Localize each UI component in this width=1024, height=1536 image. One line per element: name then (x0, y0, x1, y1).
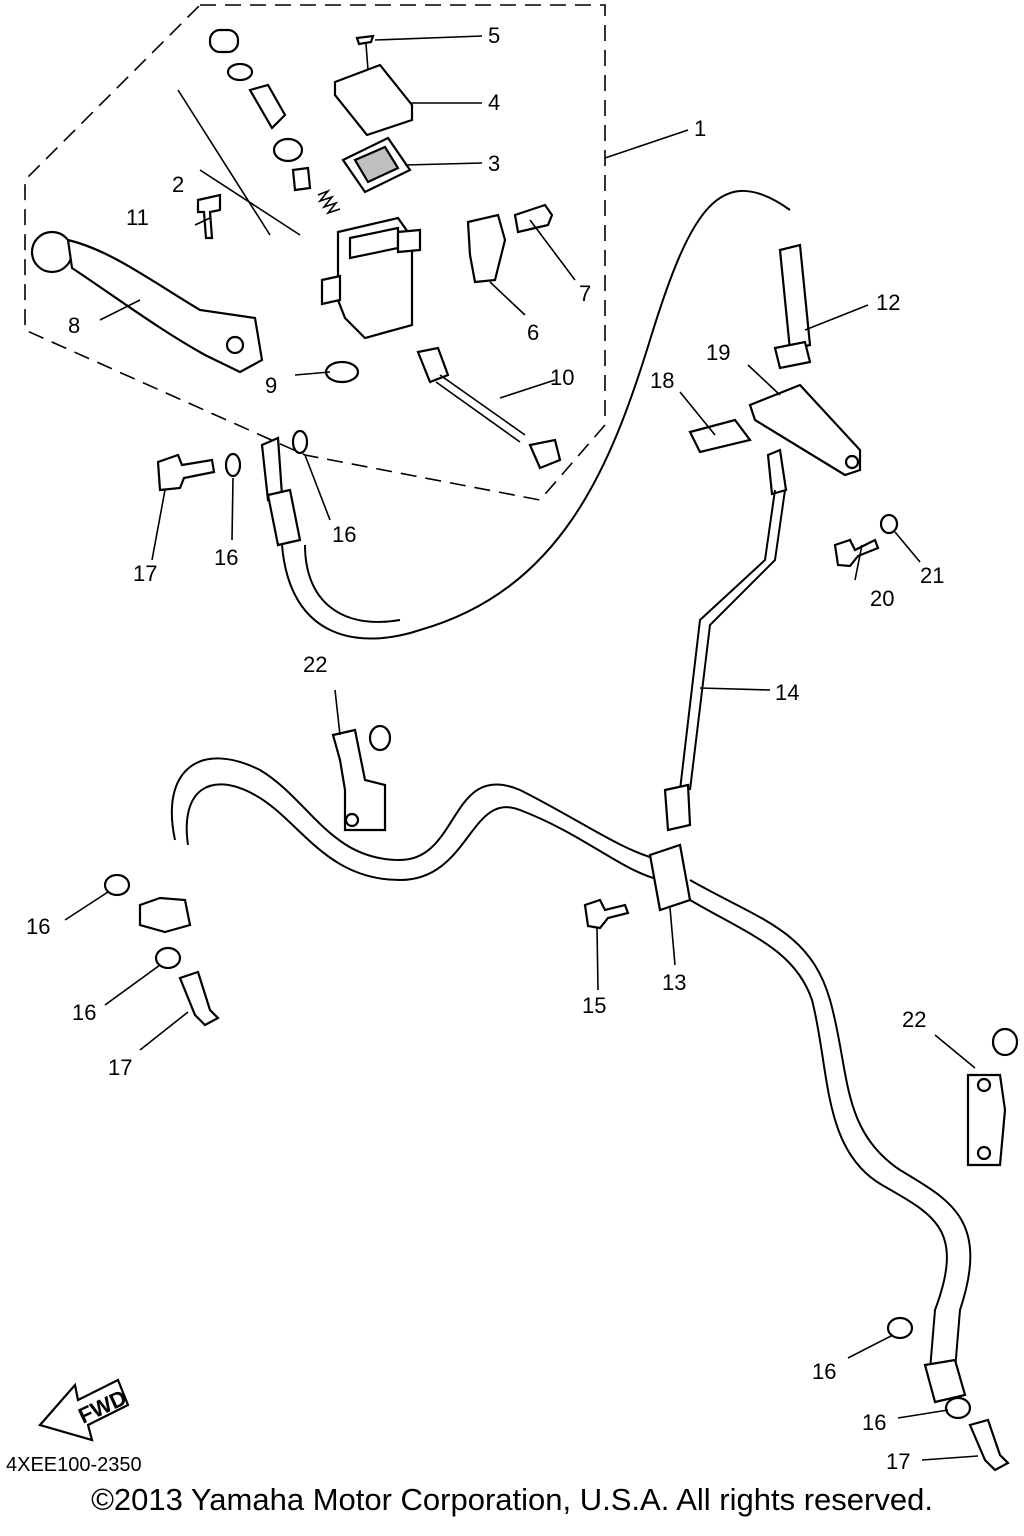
banjo-fitting (260, 436, 284, 502)
copyright-notice: ©2013 Yamaha Motor Corporation, U.S.A. A… (91, 1482, 933, 1517)
callout-16c: 16 (214, 545, 238, 570)
brake-hose-joint (648, 843, 692, 912)
callout-15: 15 (582, 993, 606, 1018)
washer (944, 1396, 972, 1420)
washer (291, 429, 309, 455)
callout-17a: 17 (133, 561, 157, 586)
fwd-arrow-icon (38, 1378, 130, 1442)
circlip (226, 62, 254, 82)
right-brake-hose (689, 879, 972, 1371)
callout-8: 8 (68, 313, 80, 338)
fwd-arrow: FWD (38, 1378, 130, 1442)
pivot-nut (324, 360, 360, 384)
callout-17c: 17 (886, 1449, 910, 1474)
callout-9: 9 (265, 373, 277, 398)
upper-brake-hose (281, 190, 791, 640)
callout-7: 7 (579, 281, 591, 306)
bracket-nut (368, 724, 392, 752)
callout-22a: 22 (303, 652, 327, 677)
callout-16b: 16 (72, 1000, 96, 1025)
drawing-code: 4XEE100-2350 (6, 1454, 142, 1476)
assembly-boundary (24, 4, 606, 501)
hose-union (778, 243, 812, 352)
washer (224, 452, 242, 478)
hose-bracket (331, 728, 387, 832)
callout-1: 1 (694, 116, 706, 141)
master-cylinder-group (30, 28, 562, 470)
callout-12: 12 (876, 290, 900, 315)
master-cylinder-holder (466, 213, 507, 284)
callout-17b: 17 (108, 1055, 132, 1080)
joint-bolt (583, 898, 630, 930)
brake-lever (66, 238, 264, 374)
callout-6: 6 (527, 320, 539, 345)
lever-knob (30, 230, 74, 274)
callout-16f: 16 (862, 1410, 886, 1435)
washer (154, 946, 182, 970)
bracket (748, 383, 862, 477)
callout-18: 18 (650, 368, 674, 393)
callout-4: 4 (488, 90, 500, 115)
lower-hose-group (103, 757, 1010, 1472)
callout-16a: 16 (26, 914, 50, 939)
left-brake-hose (170, 757, 661, 862)
right-caliper-banjo (923, 1358, 967, 1404)
cup (272, 137, 304, 163)
piston (248, 83, 287, 130)
holder-bolt (513, 203, 554, 234)
leader-lines (64, 35, 979, 1461)
bracket-nut (991, 1027, 1019, 1057)
brake-pipe-group (663, 448, 788, 832)
hose-bracket (966, 1073, 1007, 1167)
callout-11: 11 (126, 205, 149, 230)
callout-16e: 16 (812, 1359, 836, 1384)
pivot-bolt (196, 193, 222, 240)
callout-3: 3 (488, 151, 500, 176)
callout-19: 19 (706, 340, 730, 365)
bracket-washer (879, 513, 899, 535)
reservoir-cap (333, 63, 414, 137)
callout-5: 5 (488, 23, 500, 48)
callout-13: 13 (662, 970, 686, 995)
upper-hose-group (156, 190, 812, 640)
callout-20: 20 (870, 586, 894, 611)
washer (103, 873, 131, 897)
banjo-bolt (968, 1418, 1010, 1472)
banjo-bolt (156, 453, 216, 492)
callout-10: 10 (550, 365, 574, 390)
brake-switch (416, 346, 450, 384)
callout-2: 2 (172, 172, 184, 197)
dust-boot (208, 28, 240, 54)
brake-pipe (679, 489, 776, 791)
banjo-bolt (178, 970, 220, 1027)
hose-brackets (331, 724, 1019, 1167)
callout-14: 14 (775, 680, 799, 705)
hose-clamp (688, 418, 752, 454)
left-caliper-banjo (138, 896, 192, 934)
callout-21: 21 (920, 563, 944, 588)
bracket-bolt (833, 538, 880, 568)
callout-16d: 16 (332, 522, 356, 547)
callout-numbers: 1 2 3 4 5 6 7 8 9 10 11 12 13 14 15 16 1… (26, 23, 944, 1474)
hose-clamp-group (688, 383, 899, 568)
callout-22b: 22 (902, 1007, 926, 1032)
spring (317, 189, 341, 215)
cap-screw (355, 34, 375, 46)
washer (886, 1316, 914, 1340)
spring-seat (291, 166, 312, 192)
